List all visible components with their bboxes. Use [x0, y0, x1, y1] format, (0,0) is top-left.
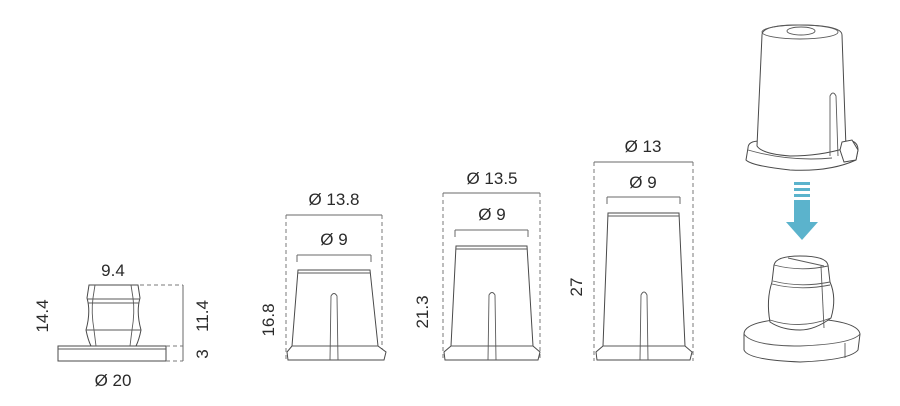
- down-arrow-icon: [786, 182, 818, 240]
- cap-medium: [442, 192, 541, 361]
- label-inner-diameter: Ø 9: [478, 205, 505, 224]
- cap-large: [593, 161, 694, 361]
- label-top-width: 9.4: [101, 261, 125, 280]
- assembly-cap-3d: [745, 24, 859, 171]
- label-total-height: 14.4: [33, 299, 52, 332]
- label-height: 16.8: [259, 303, 278, 336]
- label-inner-diameter: Ø 9: [629, 173, 656, 192]
- cap-small: [285, 214, 387, 361]
- label-flange-diameter: Ø 20: [95, 371, 132, 390]
- label-height: 27: [567, 278, 586, 297]
- label-inner-diameter: Ø 9: [320, 230, 347, 249]
- label-upper-height: 11.4: [193, 300, 212, 332]
- label-height: 21.3: [413, 295, 432, 328]
- label-outer-diameter: Ø 13: [625, 137, 662, 156]
- label-outer-diameter: Ø 13.8: [308, 190, 359, 209]
- label-flange-height: 3: [193, 349, 212, 358]
- label-outer-diameter: Ø 13.5: [466, 169, 517, 188]
- assembly-adapter-3d: [743, 255, 861, 363]
- base-adapter: [57, 284, 184, 362]
